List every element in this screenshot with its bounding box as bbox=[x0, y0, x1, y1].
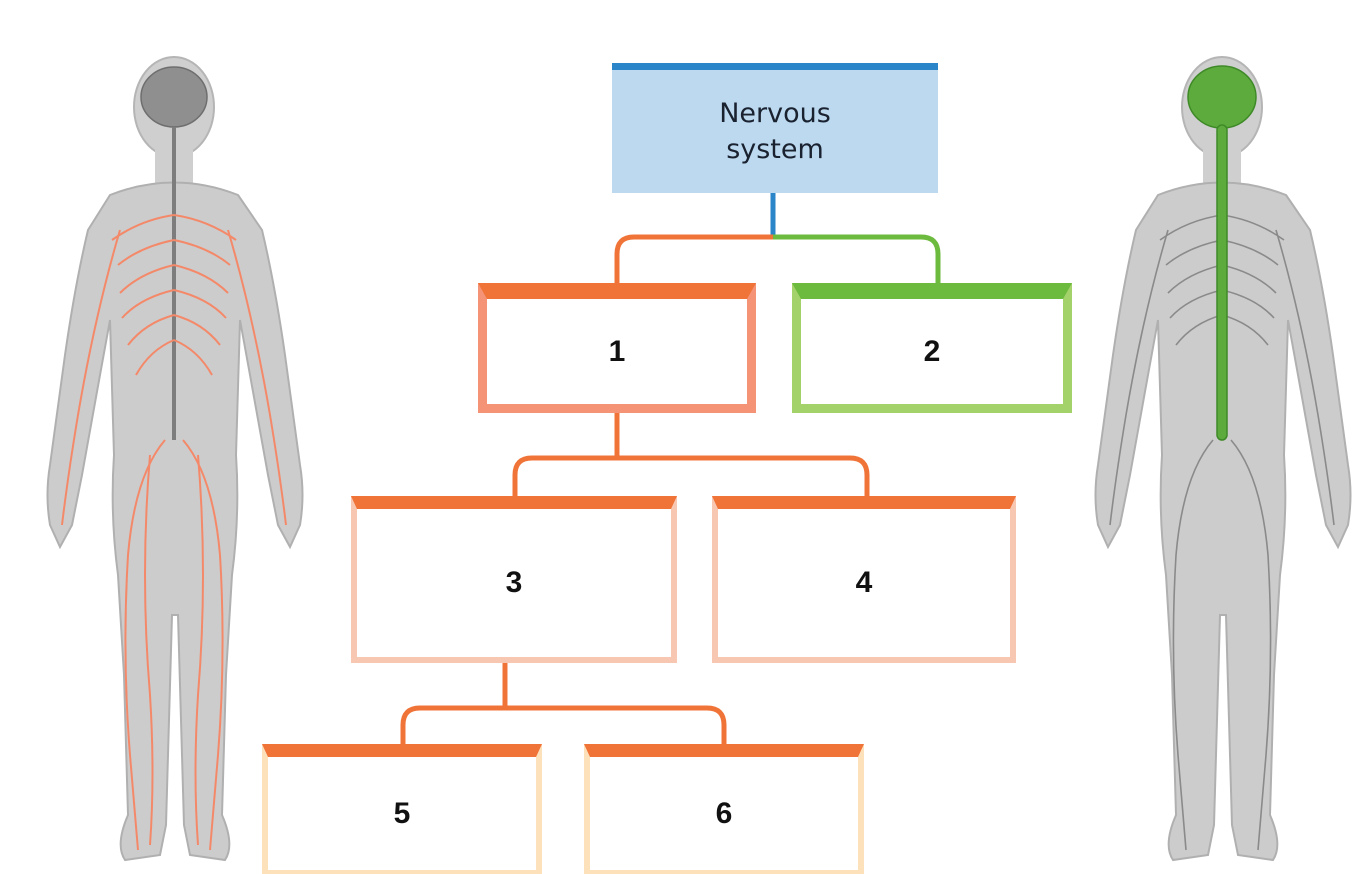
body-peripheral-nervous-system-illustration bbox=[0, 55, 320, 874]
node-label-5: 5 bbox=[393, 796, 411, 830]
node-box-3: 3 bbox=[351, 496, 677, 663]
body-central-nervous-system-illustration bbox=[1050, 55, 1368, 874]
connector-root-to-1 bbox=[614, 234, 773, 284]
node-box-4: 4 bbox=[712, 496, 1016, 663]
central-nervous-system bbox=[1187, 65, 1257, 441]
node-box-5: 5 bbox=[262, 744, 542, 874]
connector-3-to-6 bbox=[505, 705, 727, 745]
node-label-4: 4 bbox=[855, 566, 873, 599]
peripheral-nerve-lines-grey bbox=[1109, 214, 1335, 851]
peripheral-nerve-lines bbox=[61, 127, 287, 851]
connector-1-to-4 bbox=[617, 455, 870, 497]
node-label-2: 2 bbox=[923, 334, 941, 368]
node-box-6: 6 bbox=[584, 744, 864, 874]
node-box-1: 1 bbox=[478, 283, 756, 413]
connector-1-to-3 bbox=[512, 455, 617, 497]
body-silhouette bbox=[46, 56, 304, 862]
node-label-1: 1 bbox=[608, 334, 626, 368]
root-node-nervous-system: Nervous system bbox=[612, 63, 938, 193]
connector-root-to-2 bbox=[773, 234, 941, 284]
node-label-3: 3 bbox=[505, 566, 523, 599]
node-label-6: 6 bbox=[715, 796, 733, 830]
connector-3-to-5 bbox=[400, 705, 505, 745]
node-box-2: 2 bbox=[792, 283, 1072, 413]
root-node-label: Nervous system bbox=[719, 97, 831, 165]
